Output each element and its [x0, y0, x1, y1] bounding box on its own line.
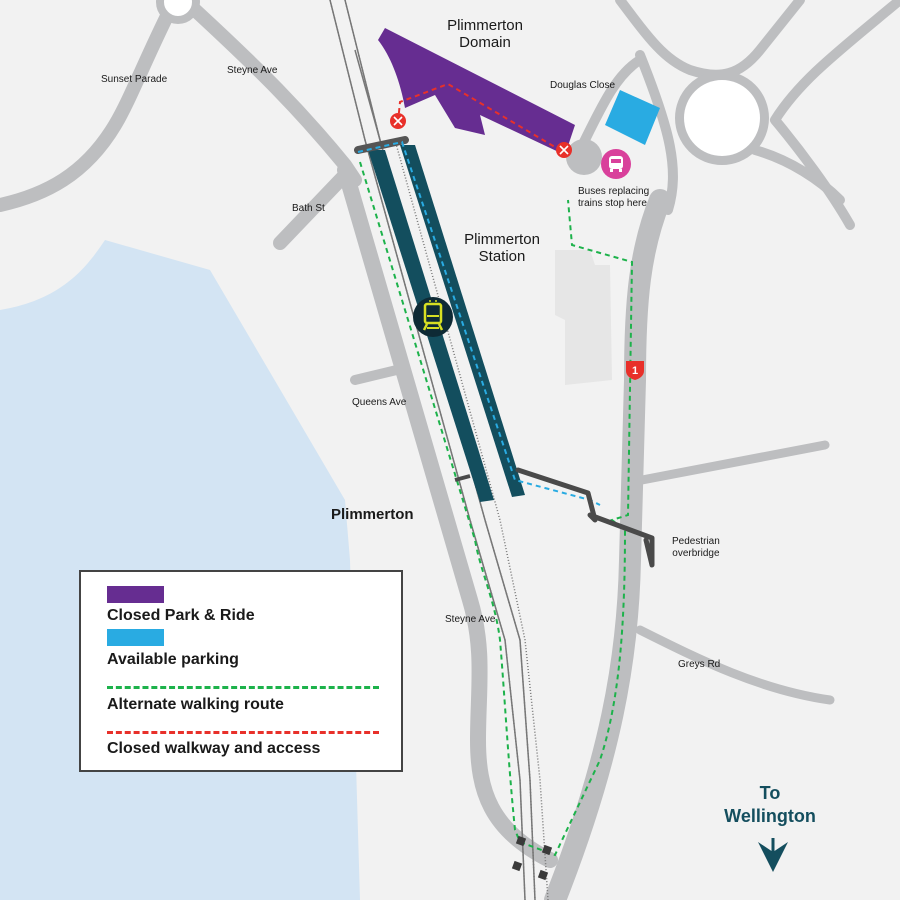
pedestrian-overbridge [515, 467, 655, 568]
label-line: trains stop here [578, 197, 647, 209]
road-douglas-close-end [566, 139, 602, 175]
closed-park-ride-area [378, 28, 575, 155]
building-block [555, 250, 612, 385]
legend-line-closed-walkway [107, 731, 379, 734]
street-steyne-ave-south: Steyne Ave [445, 614, 496, 625]
label-pedestrian-overbridge: Pedestrian overbridge [672, 536, 720, 559]
closed-x-icon [390, 113, 406, 129]
train-icon [413, 297, 453, 337]
label-line: Plimmerton [464, 231, 540, 248]
roundabout-centre [684, 80, 760, 156]
road-sunset-parade [0, 3, 177, 212]
alternate-walking-route [359, 161, 634, 857]
label-line: Station [478, 248, 526, 266]
parking-access-path [357, 140, 601, 506]
road-ramp-1 [615, 0, 805, 80]
street-greys-rd: Greys Rd [678, 659, 721, 670]
direction-line: Wellington [724, 806, 816, 827]
road-douglas-close [575, 55, 645, 155]
bus-icon [601, 149, 631, 179]
label-plimmerton-domain: Plimmerton Domain [430, 17, 540, 52]
overbridge-stub [454, 474, 471, 482]
street-queens-ave: Queens Ave [352, 397, 407, 408]
direction-to-wellington: To Wellington [700, 782, 840, 829]
closed-x-icon [556, 142, 572, 158]
label-line: Domain [459, 34, 511, 52]
label-plimmerton: Plimmerton [331, 506, 414, 523]
arrow-down-icon [758, 838, 788, 872]
road-greys-rd [635, 625, 835, 705]
street-douglas-close: Douglas Close [550, 80, 616, 91]
road-main-west [337, 162, 558, 868]
road-bath-st [273, 168, 352, 250]
road-sh1 [544, 189, 671, 900]
label-plimmerton-station: Plimmerton Station [447, 231, 557, 266]
street-sunset-parade: Sunset Parade [101, 74, 168, 85]
legend-line-walking-route [107, 686, 379, 689]
label-line: Pedestrian [672, 536, 720, 547]
street-steyne-ave-north: Steyne Ave [227, 65, 278, 76]
road-ramp-2 [635, 50, 678, 215]
legend-swatch-available-parking [107, 629, 164, 646]
direction-line: To [759, 783, 781, 803]
legend-swatch-closed-park-ride [107, 586, 164, 603]
svg-text:1: 1 [632, 365, 638, 377]
legend-label: Available parking [107, 651, 239, 668]
road-ramp-4 [750, 145, 845, 205]
street-bath-st: Bath St [292, 203, 325, 214]
available-parking-area [605, 90, 660, 145]
road-east-spur [637, 440, 830, 485]
label-line: Buses replacing [578, 186, 650, 197]
station-bridge-north [354, 136, 409, 154]
label-line: overbridge [672, 547, 720, 559]
level-crossing [511, 835, 553, 881]
road-queens-ave [350, 363, 410, 385]
legend-label: Alternate walking route [107, 696, 284, 713]
road-roundabout [675, 71, 769, 165]
road-north-roundabout [156, 0, 200, 24]
closed-walkway-route [397, 82, 561, 151]
legend-label: Closed Park & Ride [107, 607, 255, 624]
state-highway-1-shield: 1 [626, 361, 644, 380]
legend: Closed Park & Ride Available parking Alt… [79, 570, 403, 772]
label-bus-stop: Buses replacing trains stop here [578, 186, 649, 209]
road-steyne-ave-north [188, 3, 362, 187]
label-line: Plimmerton [447, 17, 523, 34]
legend-label: Closed walkway and access [107, 740, 321, 757]
